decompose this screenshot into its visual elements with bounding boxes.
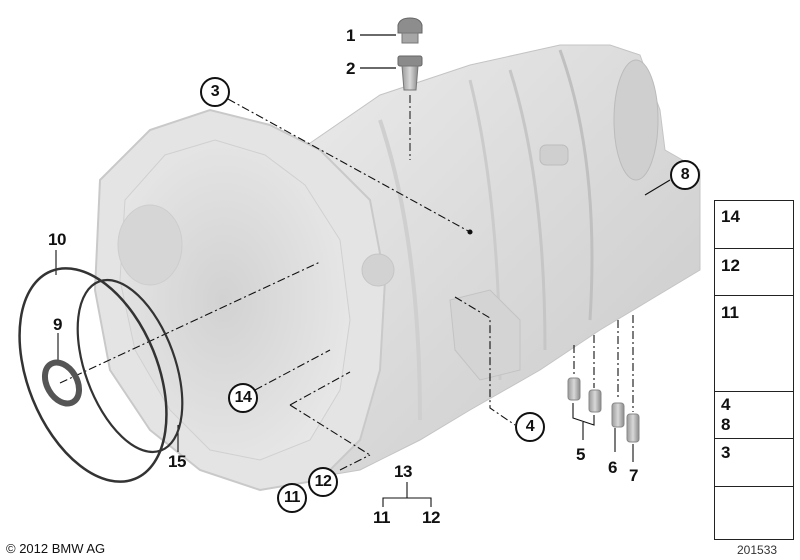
legend-cell-14: 14 bbox=[715, 201, 793, 249]
callout-13-child-12: 12 bbox=[422, 508, 440, 527]
callout-circled-3: 3 bbox=[200, 77, 230, 107]
part-1-cap bbox=[397, 17, 423, 44]
image-number: 201533 bbox=[737, 543, 778, 557]
callout-circled-14: 14 bbox=[228, 383, 258, 413]
callout-13: 13 bbox=[394, 462, 412, 481]
callout-1: 1 bbox=[346, 26, 355, 45]
callout-13-child-11: 11 bbox=[373, 508, 390, 527]
legend-label-4: 4 bbox=[721, 395, 731, 414]
callout-6: 6 bbox=[608, 458, 617, 477]
legend-label-12: 12 bbox=[721, 256, 740, 275]
callout-circled-8: 8 bbox=[670, 160, 700, 190]
callout-2: 2 bbox=[346, 59, 355, 78]
legend-label-14: 14 bbox=[721, 207, 740, 226]
legend-cell-3: 3 bbox=[715, 439, 793, 487]
callout-9: 9 bbox=[53, 315, 62, 334]
sleeves bbox=[567, 377, 640, 443]
legend-label-11: 11 bbox=[721, 303, 739, 322]
copyright-text: © 2012 BMW AG bbox=[6, 541, 106, 556]
legend-label-8: 8 bbox=[721, 415, 731, 434]
callout-circled-11: 11 bbox=[277, 483, 307, 513]
callout-10: 10 bbox=[48, 230, 66, 249]
transmission-case bbox=[93, 44, 701, 492]
legend-cell-12: 12 bbox=[715, 249, 793, 296]
callout-5: 5 bbox=[576, 445, 585, 464]
callout-7: 7 bbox=[629, 466, 638, 485]
callout-circled-4: 4 bbox=[515, 412, 545, 442]
seal-rings bbox=[18, 267, 184, 483]
part-2-plug bbox=[397, 55, 423, 91]
callout-circled-12: 12 bbox=[308, 467, 338, 497]
legend-label-3: 3 bbox=[721, 443, 731, 462]
legend-cell-4-8: 4 8 bbox=[715, 392, 793, 439]
parts-legend: 14 12 11 4 8 3 bbox=[714, 200, 794, 540]
legend-cell-arrow bbox=[715, 487, 793, 539]
legend-cell-11: 11 bbox=[715, 296, 793, 392]
callout-15: 15 bbox=[168, 452, 186, 471]
